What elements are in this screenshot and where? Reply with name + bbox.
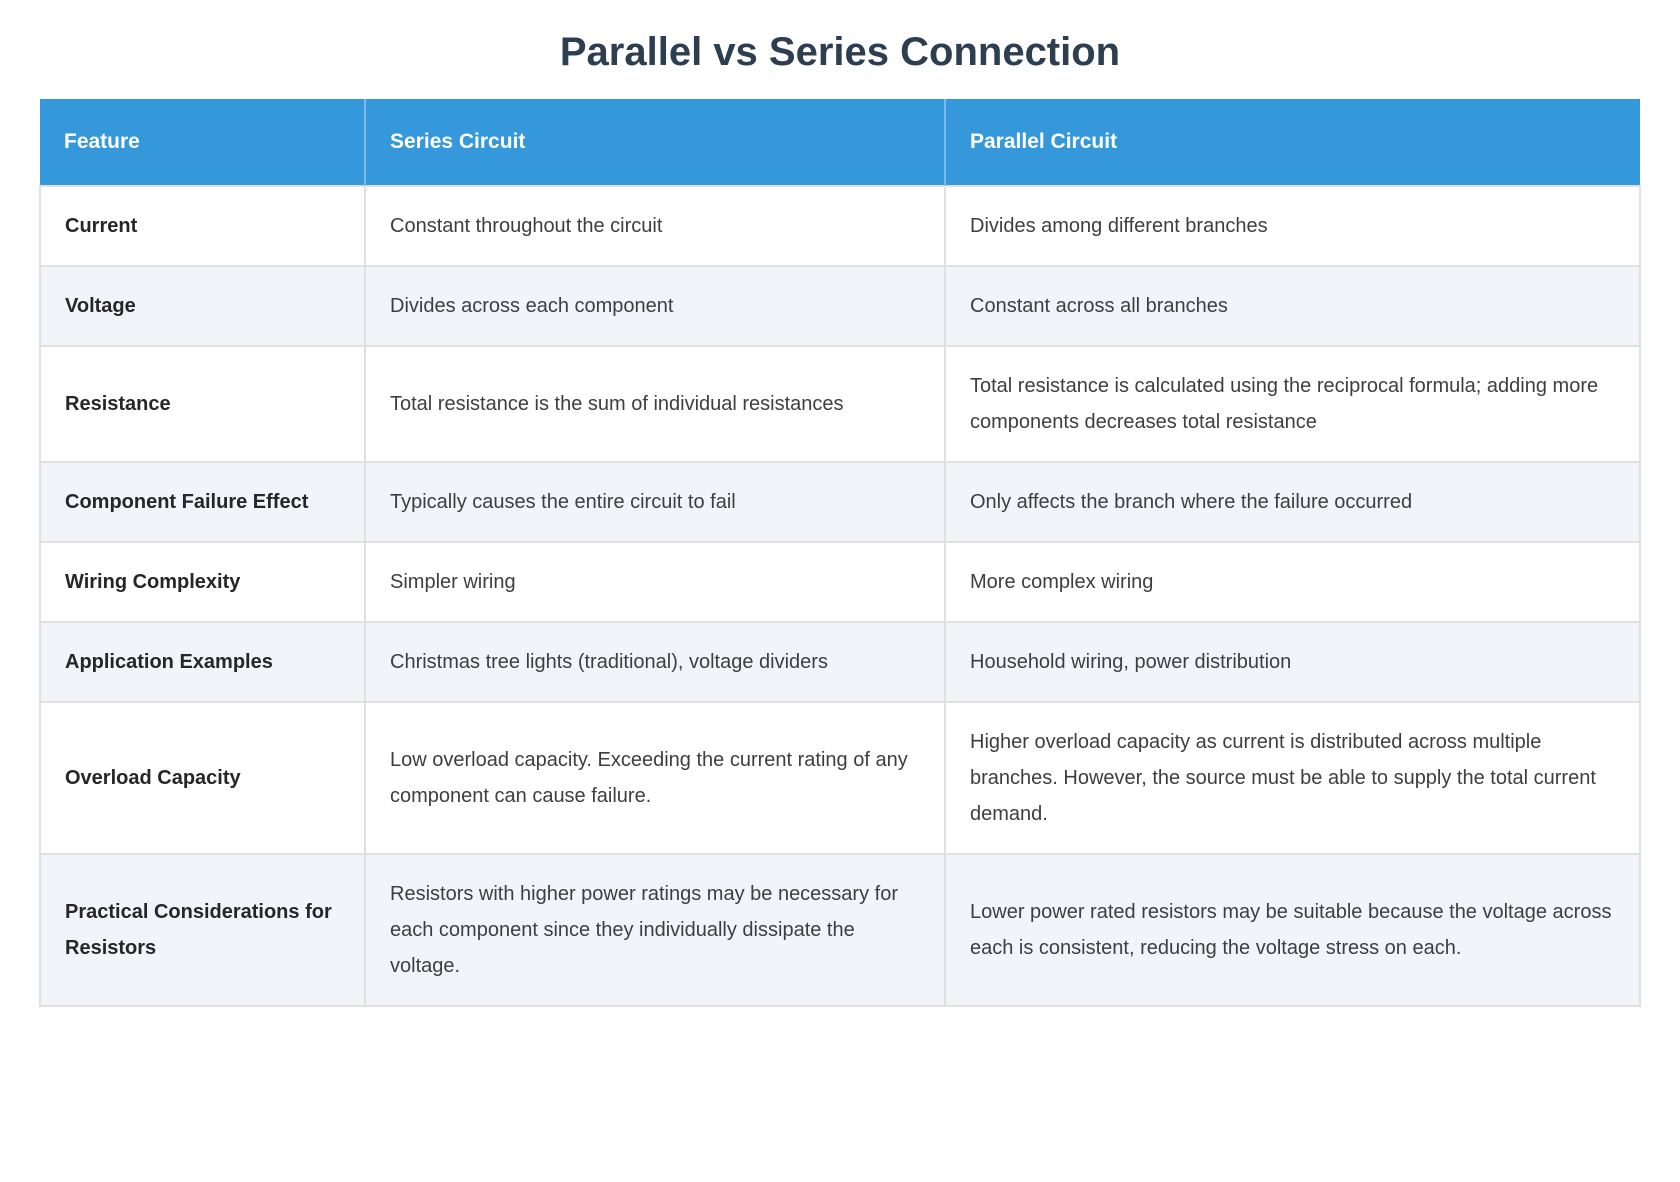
page-title: Parallel vs Series Connection (559, 30, 1121, 74)
parallel-circuit-cell: More complex wiring (944, 541, 1641, 623)
table-row: Component Failure Effect Typically cause… (39, 461, 1641, 543)
table-row: Wiring Complexity Simpler wiring More co… (39, 541, 1641, 623)
parallel-circuit-cell: Total resistance is calculated using the… (944, 345, 1641, 463)
series-circuit-cell: Low overload capacity. Exceeding the cur… (364, 701, 946, 855)
table-row: Resistance Total resistance is the sum o… (39, 345, 1641, 463)
table-row: Practical Considerations for Resistors R… (39, 853, 1641, 1007)
series-circuit-cell: Christmas tree lights (traditional), vol… (364, 621, 946, 703)
column-header-series: Series Circuit (364, 99, 945, 186)
feature-cell: Component Failure Effect (39, 461, 366, 543)
parallel-circuit-cell: Constant across all branches (944, 265, 1641, 347)
column-header-parallel: Parallel Circuit (944, 99, 1640, 186)
series-circuit-cell: Divides across each component (364, 265, 946, 347)
table-row: Current Constant throughout the circuit … (39, 185, 1641, 267)
feature-cell: Resistance (39, 345, 366, 463)
series-circuit-cell: Typically causes the entire circuit to f… (364, 461, 946, 543)
series-circuit-cell: Constant throughout the circuit (364, 185, 946, 267)
table-row: Voltage Divides across each component Co… (39, 265, 1641, 347)
table-body: Current Constant throughout the circuit … (39, 185, 1641, 1007)
series-circuit-cell: Resistors with higher power ratings may … (364, 853, 946, 1007)
parallel-circuit-cell: Only affects the branch where the failur… (944, 461, 1641, 543)
header-row: Feature Series Circuit Parallel Circuit (40, 99, 1640, 186)
feature-cell: Application Examples (39, 621, 366, 703)
table-header: Feature Series Circuit Parallel Circuit (40, 99, 1640, 186)
series-circuit-cell: Total resistance is the sum of individua… (364, 345, 946, 463)
table-row: Overload Capacity Low overload capacity.… (39, 701, 1641, 855)
comparison-table: Feature Series Circuit Parallel Circuit … (39, 99, 1641, 1007)
table-row: Application Examples Christmas tree ligh… (39, 621, 1641, 703)
column-header-feature: Feature (40, 99, 365, 186)
parallel-circuit-cell: Household wiring, power distribution (944, 621, 1641, 703)
feature-cell: Wiring Complexity (39, 541, 366, 623)
feature-cell: Overload Capacity (39, 701, 366, 855)
parallel-circuit-cell: Higher overload capacity as current is d… (944, 701, 1641, 855)
feature-cell: Practical Considerations for Resistors (39, 853, 366, 1007)
parallel-circuit-cell: Lower power rated resistors may be suita… (944, 853, 1641, 1007)
parallel-circuit-cell: Divides among different branches (944, 185, 1641, 267)
feature-cell: Voltage (39, 265, 366, 347)
series-circuit-cell: Simpler wiring (364, 541, 946, 623)
feature-cell: Current (39, 185, 366, 267)
